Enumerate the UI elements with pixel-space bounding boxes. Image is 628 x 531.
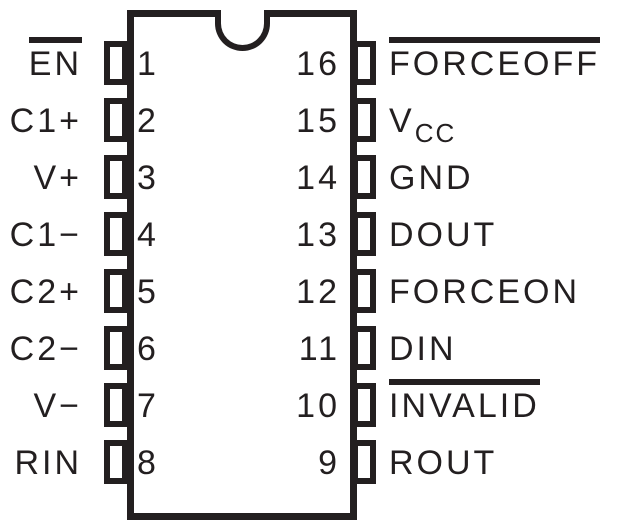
pin-1-label-text: EN (28, 37, 82, 81)
pin-4-label: C1− (9, 216, 82, 254)
pin-10-label: INVALID (389, 379, 540, 423)
pin-11-box (352, 326, 376, 370)
pin-3-number: 3 (137, 159, 159, 197)
pin-4-number: 4 (137, 216, 159, 254)
pin-4-box (104, 212, 128, 256)
pin-15-label-text: V (389, 102, 415, 140)
pin-2-box (104, 98, 128, 142)
pin-8-number: 8 (137, 444, 159, 482)
pin-6-label: C2− (9, 330, 82, 368)
pin-3-label: V+ (33, 159, 82, 197)
pin-9-box (352, 440, 376, 484)
pin-16-box (352, 41, 376, 85)
pin-13-number: 13 (296, 216, 340, 254)
pin-3-box (104, 155, 128, 199)
pin-15-number: 15 (296, 102, 340, 140)
pin-15-box (352, 98, 376, 142)
pin-10-label-text: INVALID (389, 379, 540, 423)
pin-1-number: 1 (137, 45, 159, 83)
pin-16-label-text: FORCEOFF (389, 37, 600, 81)
pin-12-label: FORCEON (389, 273, 580, 311)
pin-2-number: 2 (137, 102, 159, 140)
pin-6-number: 6 (137, 330, 159, 368)
pin-7-number: 7 (137, 387, 159, 425)
pin-5-box (104, 269, 128, 313)
pin-13-label: DOUT (389, 216, 498, 254)
pin-8-label: RIN (14, 444, 82, 482)
pin-10-number: 10 (296, 387, 340, 425)
pin-11-number: 11 (298, 330, 340, 368)
pin-5-number: 5 (137, 273, 159, 311)
pin-14-box (352, 155, 376, 199)
pin-7-label: V− (33, 387, 82, 425)
pin-8-box (104, 440, 128, 484)
ic-body (127, 10, 357, 520)
pin-1-box (104, 41, 128, 85)
pin-16-number: 16 (296, 45, 340, 83)
pin-12-number: 12 (296, 273, 340, 311)
pin-5-label: C2+ (9, 273, 82, 311)
pin-1-label: EN (28, 37, 82, 81)
pin-14-label: GND (389, 159, 474, 197)
ic-notch-icon (215, 10, 270, 51)
pin-9-label: ROUT (389, 444, 498, 482)
pin-16-label: FORCEOFF (389, 37, 600, 81)
pin-11-label: DIN (389, 330, 457, 368)
pin-6-box (104, 326, 128, 370)
pin-15-label-subscript: CC (414, 118, 457, 148)
pin-2-label: C1+ (9, 102, 82, 140)
pin-12-box (352, 269, 376, 313)
pin-13-box (352, 212, 376, 256)
pin-14-number: 14 (296, 159, 340, 197)
pin-7-box (104, 383, 128, 427)
pin-10-box (352, 383, 376, 427)
pin-15-label: VCC (389, 104, 456, 150)
pin-9-number: 9 (318, 444, 340, 482)
